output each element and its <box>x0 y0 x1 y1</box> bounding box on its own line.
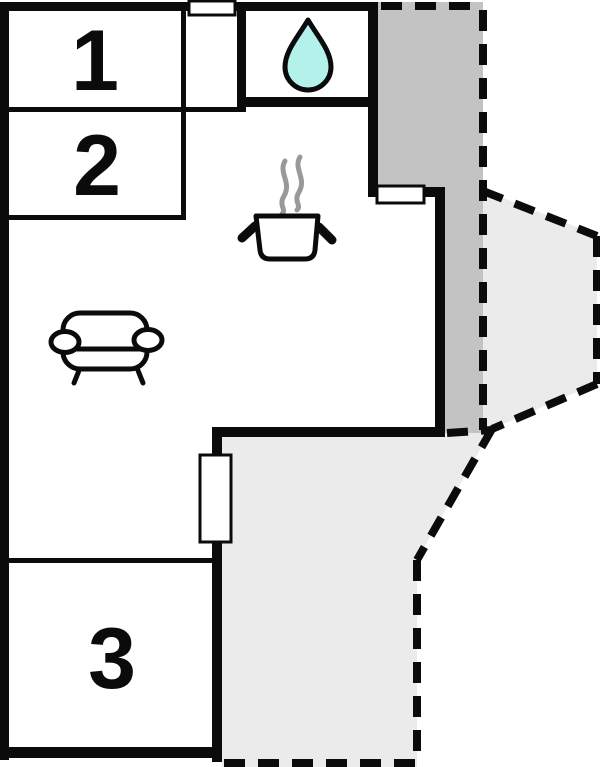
wall-room2-right <box>181 112 186 220</box>
room-2-label: 2 <box>73 118 121 214</box>
wall-room3-top <box>0 558 217 563</box>
wall-bottom <box>0 747 222 758</box>
room-3-label: 3 <box>88 611 136 707</box>
wall-mid-vertical <box>435 187 445 437</box>
water-drop-shape <box>282 17 334 93</box>
dashed-edge-lower-diagonal <box>490 380 599 433</box>
dashed-edge-strip-bottom <box>446 426 493 437</box>
open-terrace-area <box>222 190 597 767</box>
water-drop-icon <box>282 17 334 93</box>
door-terrace <box>198 453 233 544</box>
sofa-armrest-left <box>48 329 82 355</box>
wall-bathroom-left <box>237 6 246 107</box>
wall-left <box>0 2 9 760</box>
openings <box>187 0 426 544</box>
steam-line-2 <box>294 154 305 213</box>
pot-handle-left <box>237 221 260 243</box>
wall-room1-right <box>181 11 186 112</box>
wall-room2-bottom <box>0 215 186 220</box>
steam-line-1 <box>279 158 290 217</box>
steam-lines <box>279 154 305 217</box>
sofa-leg-right <box>134 365 146 386</box>
wall-mid-bottom <box>212 427 445 437</box>
window-right <box>375 184 426 205</box>
window-top <box>187 0 237 17</box>
cooking-pot-icon <box>237 154 337 262</box>
open-terrace-fill <box>222 190 597 767</box>
room-1-label: 1 <box>71 13 119 109</box>
wall-lower-right-vertical <box>212 427 222 762</box>
covered-terrace-fill <box>378 2 483 433</box>
sofa-armrest-right <box>131 327 165 353</box>
dashed-edge-upper-diagonal <box>481 187 599 240</box>
wall-bathroom-bottom <box>237 97 378 107</box>
wall-room1-room2-divider <box>0 107 246 112</box>
terrace-dashed-boundaries <box>224 2 600 767</box>
pot-body <box>253 213 321 262</box>
pot-handle-right <box>314 222 337 245</box>
dashed-edge-mid-diagonal <box>413 427 496 562</box>
covered-terrace-area <box>378 2 483 433</box>
sofa-icon <box>48 310 165 386</box>
